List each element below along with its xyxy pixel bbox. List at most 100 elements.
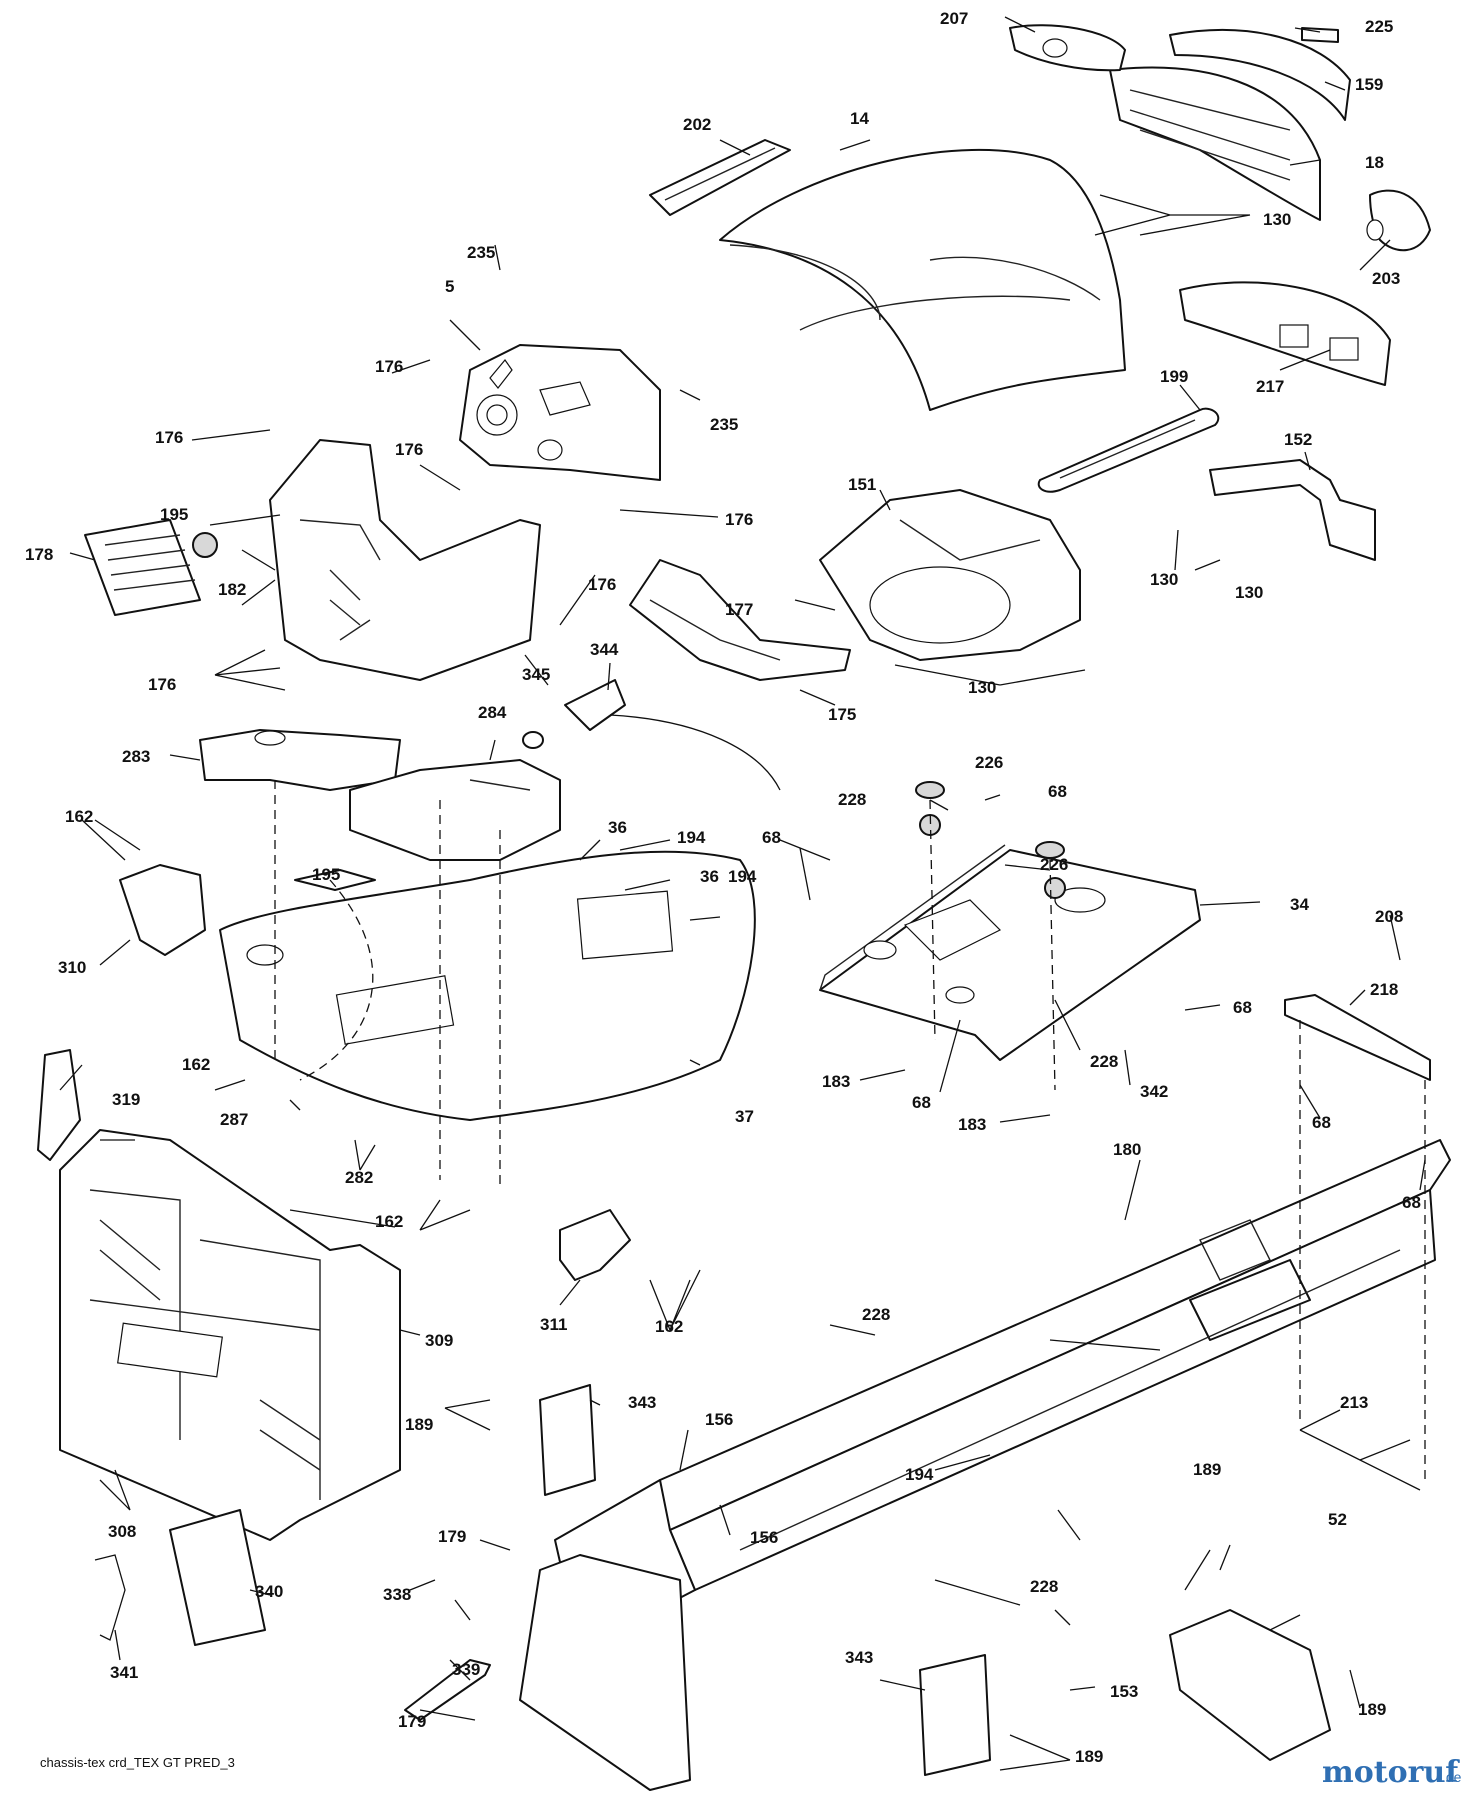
callout-176-c: 176 [395,440,423,459]
callout-162-top: 162 [182,1055,210,1074]
callout-156-top: 156 [705,1410,733,1429]
grille-part [1109,27,1351,221]
grille-frame-309-part [59,1129,401,1541]
callout-283: 283 [122,747,150,766]
bar-218-part [1284,994,1431,1081]
callout-343: 342 [1140,1082,1168,1101]
plate-34-part [819,844,1201,1061]
shroud-150-part [819,489,1081,661]
callout-340: 340 [255,1582,283,1601]
side-panel-left-part [649,139,791,216]
callout-217: 213 [1340,1393,1368,1412]
bracket-151-part [1209,459,1376,561]
callout-342-top: 343 [628,1393,656,1412]
callout-130-left: 130 [1150,570,1178,589]
callout-68-left: 68 [762,828,781,847]
callout-68-right: 68 [1233,998,1252,1017]
callout-150: 151 [848,475,876,494]
callout-130-right: 130 [1235,583,1263,602]
callout-342-bot: 343 [845,1648,873,1667]
callout-68-lower: 68 [1402,1193,1421,1212]
callout-182: 182 [218,580,246,599]
callout-202: 199 [1160,367,1188,386]
svg-text:motoruf: motoruf [1322,1755,1460,1790]
callout-311: 311 [540,1315,567,1334]
callout-176-b: 176 [155,428,183,447]
callout-130-mid: 130 [968,678,996,697]
front-grille-part [1179,281,1391,386]
callout-282: 282 [345,1168,373,1187]
motoruf-logo: motoruf .de [1322,1755,1462,1790]
callout-37: 37 [735,1107,754,1126]
callout-156-bot: 156 [750,1528,778,1547]
callout-68-top: 68 [1048,782,1067,801]
frame-180-part [519,1139,1451,1791]
headlight-part [1009,24,1126,72]
callout-195: 195 [160,505,188,524]
callout-338: 338 [383,1585,411,1604]
callout-235-top: 226 [975,753,1003,772]
callout-18: 18 [1365,153,1384,172]
decal-199-part [294,869,376,891]
callout-208: 207 [940,9,968,28]
callout-319: 319 [112,1090,140,1109]
bracket-342-upper-part [539,1384,596,1496]
bracket-175-part [629,559,851,681]
callout-310: 310 [58,958,86,977]
light-207-part [1366,189,1431,252]
bracket-319-part [37,1049,81,1161]
callout-236-top: 228 [838,790,866,809]
callout-183-top: 183 [822,1072,850,1091]
callout-5: 5 [445,277,454,296]
switch-344-part [522,679,781,791]
hood-part [719,149,1126,411]
callout-194-mid: 194 [728,867,757,886]
callout-194-top: 194 [677,828,706,847]
callout-237-top: 235 [467,243,495,262]
callout-308: 308 [108,1522,136,1541]
callout-339: 339 [452,1660,480,1679]
callout-151: 152 [1284,430,1312,449]
callout-176-f: 176 [148,675,176,694]
callout-68-rb: 68 [1312,1113,1331,1132]
callout-labels: 207 225 159 202 14 18 130 203 235 5 176 … [25,9,1421,1766]
cover-284-part [349,759,561,861]
callout-225: 217 [1256,377,1284,396]
clip-341-part [94,1554,126,1641]
callout-176-a: 176 [375,357,403,376]
leader-lines [59,16,1426,1771]
skid-152-part [1169,1609,1331,1761]
callout-194-bot: 194 [905,1465,934,1484]
callout-207: 203 [1372,269,1400,288]
callout-309: 309 [425,1331,453,1350]
callout-180: 180 [1113,1140,1141,1159]
bracket-310-part [119,864,206,956]
dash-panel-part [459,344,661,481]
fender-37-part [219,850,756,1121]
callout-176-e: 176 [588,575,616,594]
callout-176-d: 176 [725,510,753,529]
callout-345: 345 [522,665,550,684]
callout-226: 225 [1365,17,1393,36]
callout-52: 52 [1328,1510,1347,1529]
bracket-342-lower-part [919,1654,991,1776]
callout-175: 175 [828,705,856,724]
callout-284: 284 [478,703,507,722]
callout-153: 159 [1355,75,1383,94]
callout-177: 177 [725,600,753,619]
callout-218: 218 [1370,980,1398,999]
callout-178: 178 [25,545,53,564]
callout-199: 195 [312,865,340,884]
bracket-311-part [559,1209,631,1281]
callout-162-bot: 162 [375,1212,403,1231]
cap-195-part [192,532,218,558]
callout-179-bot: 179 [398,1712,426,1731]
diagram-caption: chassis-tex crd_TEX GT PRED_3 [40,1755,235,1770]
callout-159-bot: 162 [655,1317,683,1336]
side-panel-right-part [1037,407,1220,493]
callout-189-bot: 189 [1075,1747,1103,1766]
callout-189-rb: 189 [1358,1700,1386,1719]
callout-36-top: 36 [608,818,627,837]
dash-tower-part [269,439,541,681]
